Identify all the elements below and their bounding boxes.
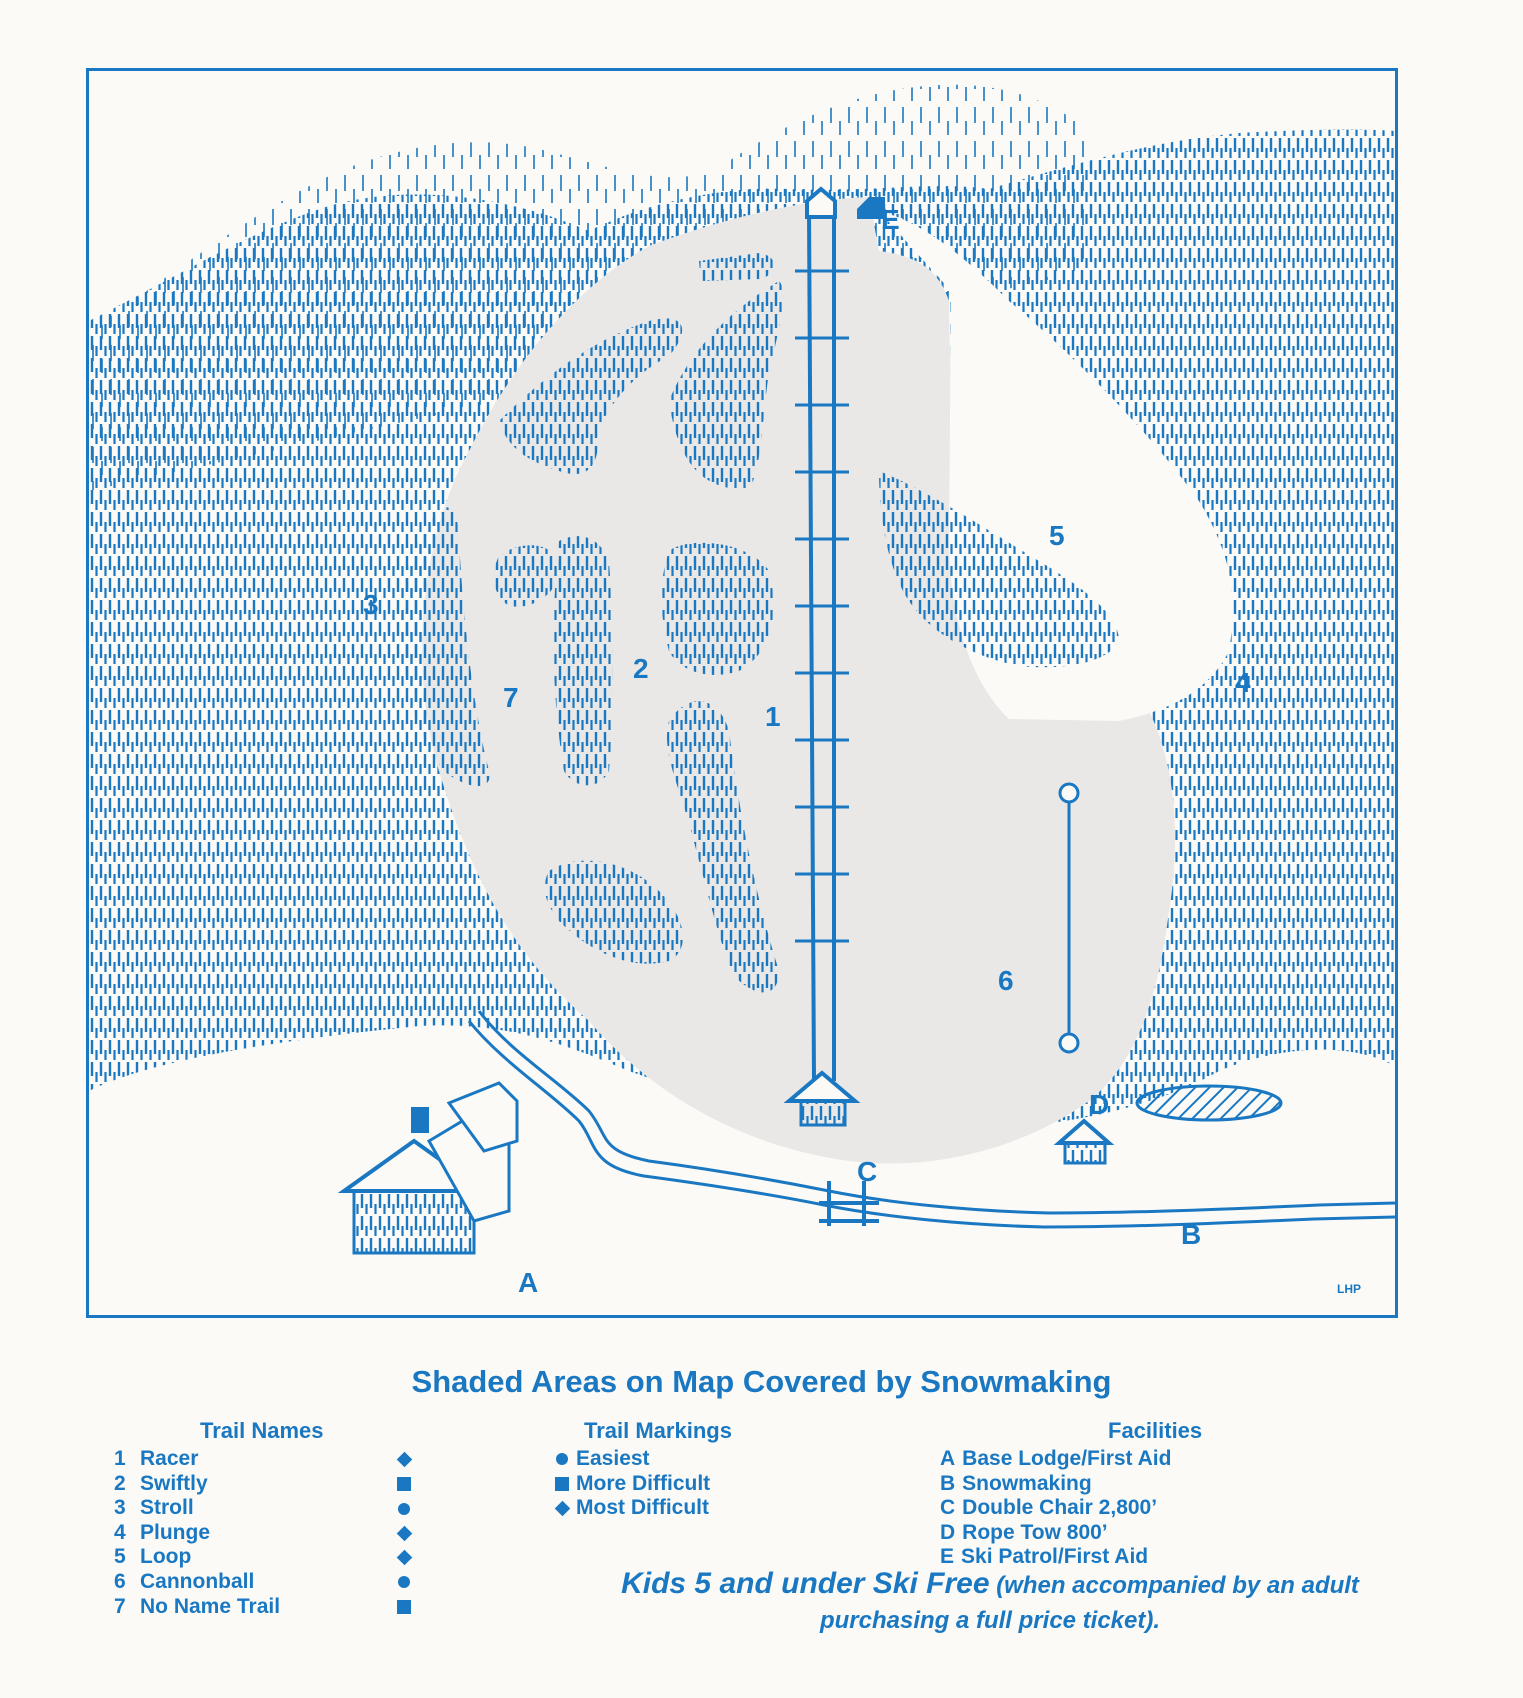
trail-marking-label: Most Difficult xyxy=(576,1496,709,1520)
trail-number: 6 xyxy=(114,1569,126,1593)
trail-name-row: 1 Racer xyxy=(114,1447,434,1472)
tree-islands xyxy=(400,253,1119,993)
facility-label-d: D xyxy=(1089,1089,1109,1120)
trail-marking-row: More Difficult xyxy=(548,1472,848,1497)
promo-headline: Kids 5 and under Ski Free xyxy=(621,1567,990,1600)
facility-label-b: B xyxy=(1181,1219,1201,1250)
trail-name-row: 5 Loop xyxy=(114,1545,434,1570)
facility-letter: E xyxy=(940,1545,955,1569)
trail-label-3: 3 xyxy=(363,589,379,620)
trail-label-1: 1 xyxy=(765,701,781,732)
promo-detail-line1: (when accompanied by an adult xyxy=(996,1572,1359,1599)
trail-names-legend: Trail Names 1 Racer 2 Swiftly 3 Stroll 4 Plunge… xyxy=(114,1418,434,1619)
easiest-symbol-icon xyxy=(398,1502,410,1515)
snowmaking-building xyxy=(1053,1118,1115,1165)
trail-map-drawing: 1 2 3 4 5 6 7 A B C D E LHP xyxy=(89,84,1395,1315)
facility-letter: A xyxy=(940,1447,956,1470)
facility-label: Ski Patrol/First Aid xyxy=(961,1545,1149,1569)
footbridge xyxy=(819,1181,879,1226)
easiest-symbol-icon xyxy=(398,1576,410,1589)
promo-detail-line2: purchasing a full price ticket). xyxy=(819,1607,1161,1634)
trail-number: 1 xyxy=(114,1447,126,1470)
facility-label-e: E xyxy=(881,204,900,235)
trail-number: 3 xyxy=(114,1496,126,1520)
facility-label: Double Chair 2,800’ xyxy=(962,1496,1158,1520)
most-difficult-symbol-icon xyxy=(554,1500,570,1517)
trail-number: 2 xyxy=(114,1471,126,1495)
facility-letter: B xyxy=(940,1471,956,1495)
trail-number: 5 xyxy=(114,1545,126,1569)
facility-label: Base Lodge/First Aid xyxy=(962,1447,1172,1470)
easiest-symbol-icon xyxy=(556,1453,568,1466)
most-difficult-symbol-icon xyxy=(396,1550,412,1566)
facility-letter: C xyxy=(940,1496,956,1520)
trail-name-row: 3 Stroll xyxy=(114,1496,434,1521)
trail-label-5: 5 xyxy=(1049,520,1065,551)
snowmaking-pond xyxy=(1135,1084,1283,1122)
ski-patrol-hut xyxy=(805,186,885,219)
more-difficult-symbol-icon xyxy=(555,1477,569,1492)
trail-name: Plunge xyxy=(140,1520,211,1544)
facility-label: Rope Tow 800’ xyxy=(962,1520,1108,1544)
trail-markings-heading: Trail Markings xyxy=(584,1418,732,1443)
trail-name: Stroll xyxy=(140,1496,194,1520)
trail-marking-row: Easiest xyxy=(548,1447,848,1472)
more-difficult-symbol-icon xyxy=(397,1477,411,1492)
trail-number: 7 xyxy=(114,1594,126,1618)
most-difficult-symbol-icon xyxy=(396,1451,412,1468)
trail-label-4: 4 xyxy=(1235,667,1251,698)
trail-marking-label: More Difficult xyxy=(576,1471,711,1495)
trail-marking-label: Easiest xyxy=(576,1447,650,1470)
kids-ski-free-promo: Kids 5 and under Ski Free (when accompan… xyxy=(540,1566,1440,1638)
trail-names-heading: Trail Names xyxy=(200,1418,324,1443)
double-chair-lift xyxy=(807,210,836,1082)
stream-bank xyxy=(467,1020,1395,1229)
lift-towers xyxy=(795,269,849,943)
lift-bottom-station xyxy=(783,1070,861,1127)
trail-map: 1 2 3 4 5 6 7 A B C D E LHP xyxy=(86,68,1398,1318)
trail-label-2: 2 xyxy=(633,653,649,684)
trail-number: 4 xyxy=(114,1520,126,1544)
artist-signature: LHP xyxy=(1337,1282,1361,1296)
stream xyxy=(477,1010,1395,1215)
snowmaking-caption: Shaded Areas on Map Covered by Snowmakin… xyxy=(411,1364,1112,1399)
trail-name: Racer xyxy=(140,1447,199,1470)
trail-marking-row: Most Difficult xyxy=(548,1496,848,1521)
facility-letter: D xyxy=(940,1520,956,1544)
trail-names-list: 1 Racer 2 Swiftly 3 Stroll 4 Plunge 5 Loop 6 Cannon… xyxy=(114,1447,434,1619)
facility-label-a: A xyxy=(518,1267,538,1298)
trail-name-row: 6 Cannonball xyxy=(114,1570,434,1595)
more-difficult-symbol-icon xyxy=(397,1600,411,1615)
trail-name: Loop xyxy=(140,1545,192,1569)
trail-name: No Name Trail xyxy=(140,1594,281,1618)
trail-name-row: 7 No Name Trail xyxy=(114,1595,434,1620)
trail-name-row: 2 Swiftly xyxy=(114,1472,434,1497)
rope-tow xyxy=(1058,782,1080,1054)
trail-name: Swiftly xyxy=(140,1471,208,1495)
facility-label-c: C xyxy=(857,1156,877,1187)
trail-label-7: 7 xyxy=(503,682,519,713)
most-difficult-symbol-icon xyxy=(396,1525,412,1542)
base-lodge xyxy=(337,1081,519,1255)
facility-row: A Base Lodge/First Aid xyxy=(940,1447,1260,1472)
trail-label-6: 6 xyxy=(998,965,1014,996)
facility-label: Snowmaking xyxy=(962,1471,1092,1495)
trail-name: Cannonball xyxy=(140,1569,255,1593)
facilities-heading: Facilities xyxy=(1108,1418,1203,1443)
trail-name-row: 4 Plunge xyxy=(114,1521,434,1546)
